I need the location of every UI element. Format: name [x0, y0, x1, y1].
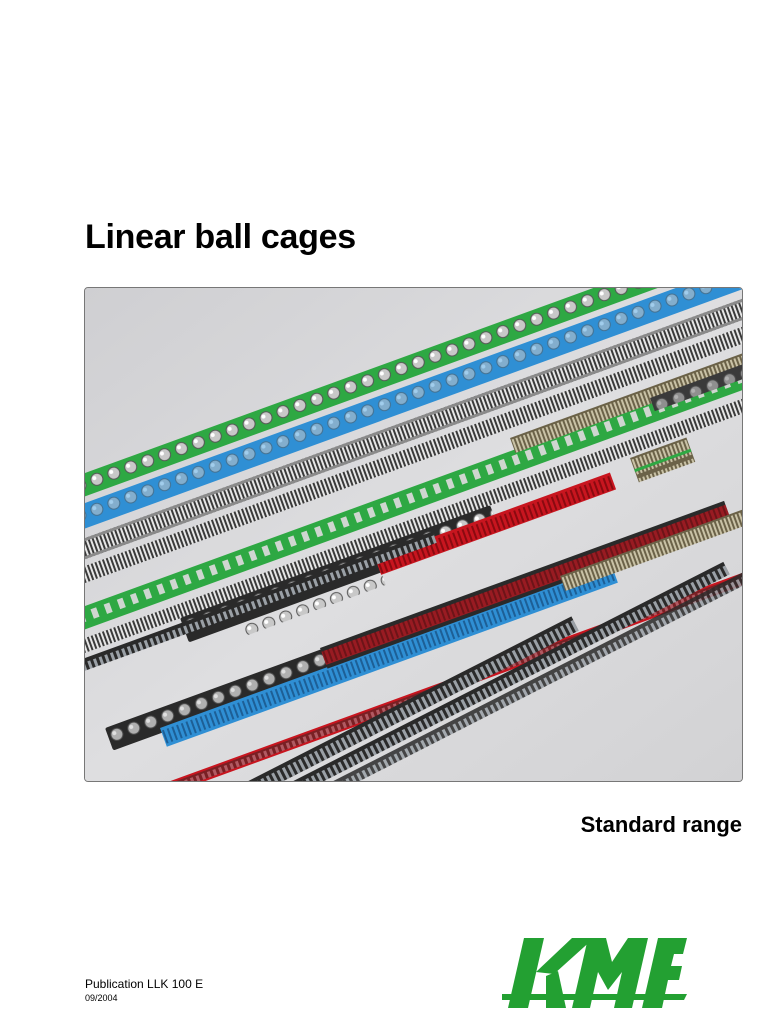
publication-date: 09/2004 [85, 993, 118, 1003]
product-photo [84, 287, 743, 782]
kmf-logo [502, 938, 687, 1008]
publication-number: Publication LLK 100 E [85, 977, 204, 991]
document-subtitle: Standard range [580, 812, 742, 837]
document-title: Linear ball cages [85, 218, 356, 256]
